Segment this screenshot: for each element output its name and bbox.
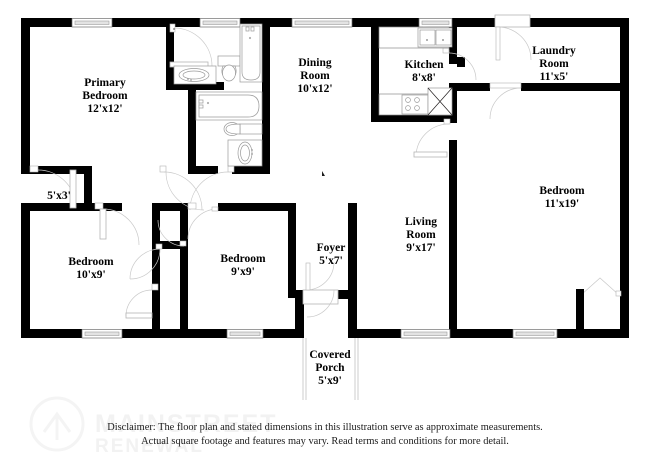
room-label-covered-porch: Covered Porch 5'x9' bbox=[309, 349, 351, 387]
svg-text:5'x3': 5'x3' bbox=[47, 190, 71, 202]
room-label-foyer: Foyer 5'x7' bbox=[317, 242, 346, 267]
svg-text:Bedroom: Bedroom bbox=[539, 185, 585, 197]
room-label-bedroom-middle: Bedroom 9'x9' bbox=[220, 253, 266, 278]
door-bedroom-right-closet bbox=[576, 277, 622, 334]
window-dining-room bbox=[291, 18, 353, 28]
door-closet bbox=[94, 202, 140, 246]
svg-text:12'x12': 12'x12' bbox=[87, 103, 122, 115]
svg-text:11'x19': 11'x19' bbox=[545, 198, 580, 210]
room-label-primary-bedroom: Primary Bedroom 12'x12' bbox=[82, 77, 128, 115]
door-bedroom-left-hall bbox=[125, 283, 159, 319]
window-bedroom-left bbox=[81, 329, 123, 339]
svg-text:10'x12': 10'x12' bbox=[297, 83, 332, 95]
watermark: MAINSTREET RENEWAL bbox=[29, 396, 278, 457]
room-label-dining-room: Dining Room 10'x12' bbox=[297, 57, 332, 95]
svg-text:Living: Living bbox=[405, 216, 437, 228]
svg-text:9'x17': 9'x17' bbox=[406, 242, 435, 254]
primary-bath-shower bbox=[239, 23, 263, 83]
door-hall-closet-2 bbox=[157, 219, 187, 247]
bath2-tub bbox=[195, 91, 263, 121]
door-kitchen-living bbox=[413, 118, 451, 158]
disclaimer-line-2: Actual square footage and features may v… bbox=[141, 436, 509, 447]
svg-text:10'x9': 10'x9' bbox=[76, 269, 105, 281]
door-bedroom-middle bbox=[187, 202, 219, 240]
window-primary-bedroom bbox=[71, 18, 113, 28]
room-label-kitchen: Kitchen 8'x8' bbox=[405, 59, 445, 84]
disclaimer-line-1: Disclaimer: The floor plan and stated di… bbox=[107, 422, 543, 433]
window-kitchen bbox=[418, 18, 453, 28]
svg-text:Dining: Dining bbox=[298, 57, 331, 69]
window-living-room bbox=[400, 329, 451, 339]
kitchen-fixtures bbox=[378, 26, 453, 116]
svg-text:Porch: Porch bbox=[315, 362, 345, 374]
kitchen-lower-counter bbox=[378, 87, 453, 116]
svg-text:Bedroom: Bedroom bbox=[220, 253, 266, 265]
svg-text:5'x7': 5'x7' bbox=[319, 255, 343, 267]
doors bbox=[29, 14, 622, 334]
window-bedroom-middle bbox=[226, 329, 264, 339]
svg-text:Room: Room bbox=[406, 229, 436, 241]
door-laundry-interior bbox=[489, 82, 522, 120]
room-label-laundry-room: Laundry Room 11'x5' bbox=[532, 45, 576, 83]
bath2-vanity bbox=[227, 139, 263, 167]
bathroom-fixtures bbox=[173, 23, 263, 167]
svg-text:Kitchen: Kitchen bbox=[405, 59, 445, 71]
room-label-bedroom-left: Bedroom 10'x9' bbox=[68, 256, 114, 281]
watermark-line1: MAINSTREET bbox=[95, 410, 278, 438]
primary-bath-vanity bbox=[173, 65, 217, 85]
svg-text:5'x9': 5'x9' bbox=[318, 375, 342, 387]
door-hall-bath2 bbox=[159, 165, 205, 211]
room-label-closet: 5'x3' bbox=[47, 190, 71, 202]
svg-text:Room: Room bbox=[300, 70, 330, 82]
kitchen-refrigerator bbox=[427, 87, 453, 116]
room-labels: Primary Bedroom 12'x12' Dining Room 10'x… bbox=[47, 45, 585, 387]
svg-text:Primary: Primary bbox=[84, 77, 126, 89]
svg-text:8'x8': 8'x8' bbox=[412, 72, 436, 84]
door-primary-bedroom bbox=[29, 165, 77, 209]
svg-text:Bedroom: Bedroom bbox=[68, 256, 114, 268]
door-front-entry bbox=[302, 261, 339, 318]
window-bedroom-right bbox=[512, 329, 558, 339]
svg-text:Bedroom: Bedroom bbox=[82, 90, 128, 102]
interior-walls bbox=[21, 18, 629, 334]
primary-bath-toilet bbox=[217, 55, 241, 82]
room-label-living-room: Living Room 9'x17' bbox=[405, 216, 437, 254]
svg-text:Covered: Covered bbox=[309, 349, 351, 361]
door-hall-closet-1 bbox=[129, 243, 163, 280]
watermark-line2: RENEWAL bbox=[95, 436, 204, 457]
window-primary-bath bbox=[199, 18, 241, 28]
door-primary-bath bbox=[169, 23, 213, 68]
svg-text:9'x9': 9'x9' bbox=[231, 266, 255, 278]
kitchen-range bbox=[401, 94, 429, 115]
kitchen-upper-counter bbox=[378, 26, 453, 49]
svg-text:Foyer: Foyer bbox=[317, 242, 346, 254]
room-label-bedroom-right: Bedroom 11'x19' bbox=[539, 185, 585, 210]
dining-marker bbox=[322, 171, 325, 176]
covered-porch-outline bbox=[302, 338, 359, 400]
door-laundry-exterior bbox=[494, 14, 532, 61]
windows bbox=[71, 18, 558, 339]
watermark-circle bbox=[29, 396, 85, 452]
bath2-toilet bbox=[223, 122, 263, 136]
svg-text:Room: Room bbox=[539, 58, 569, 70]
svg-text:11'x5': 11'x5' bbox=[540, 71, 569, 83]
svg-text:Laundry: Laundry bbox=[532, 45, 576, 57]
disclaimer: Disclaimer: The floor plan and stated di… bbox=[0, 421, 650, 449]
